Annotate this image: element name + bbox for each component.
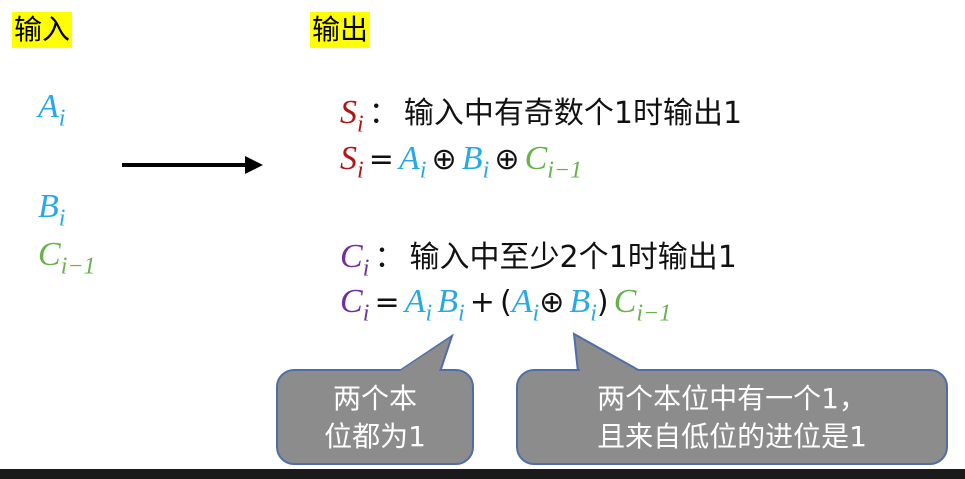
bottom-bar — [0, 469, 965, 479]
xor-symbol: ⊕ — [539, 285, 565, 320]
input-a: Ai — [38, 88, 66, 132]
right-arrow-icon — [122, 156, 263, 174]
input-carry: Ci−1 — [38, 236, 96, 280]
xor-symbol: ⊕ — [431, 142, 457, 177]
input-header: 输入 — [12, 12, 73, 48]
output-header: 输出 — [310, 12, 371, 48]
carry-formula: Ci = Ai Bi + (Ai⊕ Bi) Ci−1 — [340, 283, 672, 327]
callout-both-bits-one: 两个本 位都为1 — [276, 369, 474, 465]
callout-one-bit-and-carry: 两个本位中有一个1， 且来自低位的进位是1 — [516, 369, 948, 465]
sum-formula: Si = Ai ⊕ Bi ⊕ Ci−1 — [340, 140, 583, 184]
sum-description: Si ： 输入中有奇数个1时输出1 — [340, 94, 743, 138]
carry-description: Ci ： 输入中至少2个1时输出1 — [340, 238, 737, 282]
xor-symbol: ⊕ — [494, 142, 520, 177]
input-b: Bi — [38, 188, 66, 232]
